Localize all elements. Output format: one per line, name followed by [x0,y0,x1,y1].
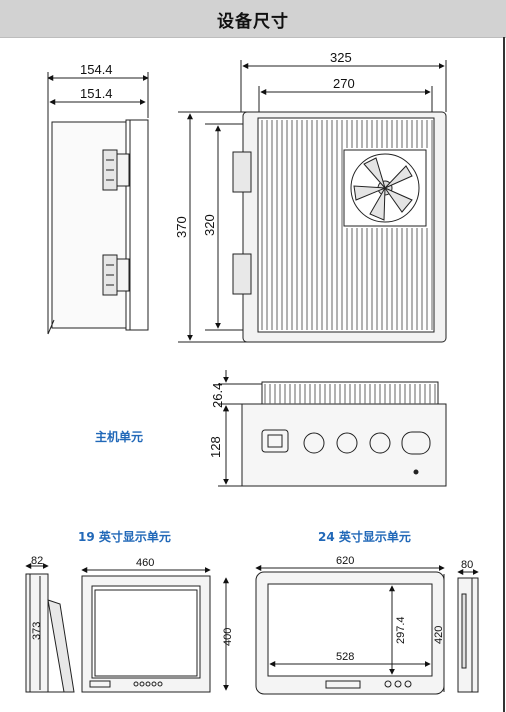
dim-d19-width: 460 [136,557,154,569]
dim-d19-depth: 82 [31,555,43,567]
page-title: 设备尺寸 [217,12,289,32]
dim-bottom-height: 128 [208,436,223,458]
display-24-side-view [457,569,479,693]
dim-side-depth-outer: 154.4 [80,62,113,77]
display-19-front-view [81,567,229,693]
dim-d24-inner-height: 297.4 [395,616,407,644]
dim-front-width: 325 [330,50,352,65]
content-frame [0,37,505,712]
display-24-front-view [255,565,445,695]
main-unit-label: 主机单元 [95,430,144,444]
dim-d24-depth: 80 [461,559,473,571]
dim-d24-width: 620 [336,555,354,567]
dim-d19-side-height: 373 [31,622,43,640]
dim-front-height: 370 [174,216,189,238]
title-bar: 设备尺寸 [0,0,506,38]
dim-front-width-inner: 270 [333,76,355,91]
dim-front-height-inner: 320 [202,214,217,236]
dim-d24-inner-width: 528 [336,651,354,663]
display-19-label: 19 英寸显示单元 [78,530,171,544]
dim-d24-height: 420 [433,626,445,644]
dim-bottom-fin: 26.4 [210,383,225,408]
display-19-side-view [25,563,75,693]
display-24-label: 24 英寸显示单元 [318,530,411,544]
dim-side-depth-inner: 151.4 [80,86,113,101]
dim-d19-height: 400 [222,628,234,646]
side-view [47,72,149,335]
bottom-view [218,370,447,487]
